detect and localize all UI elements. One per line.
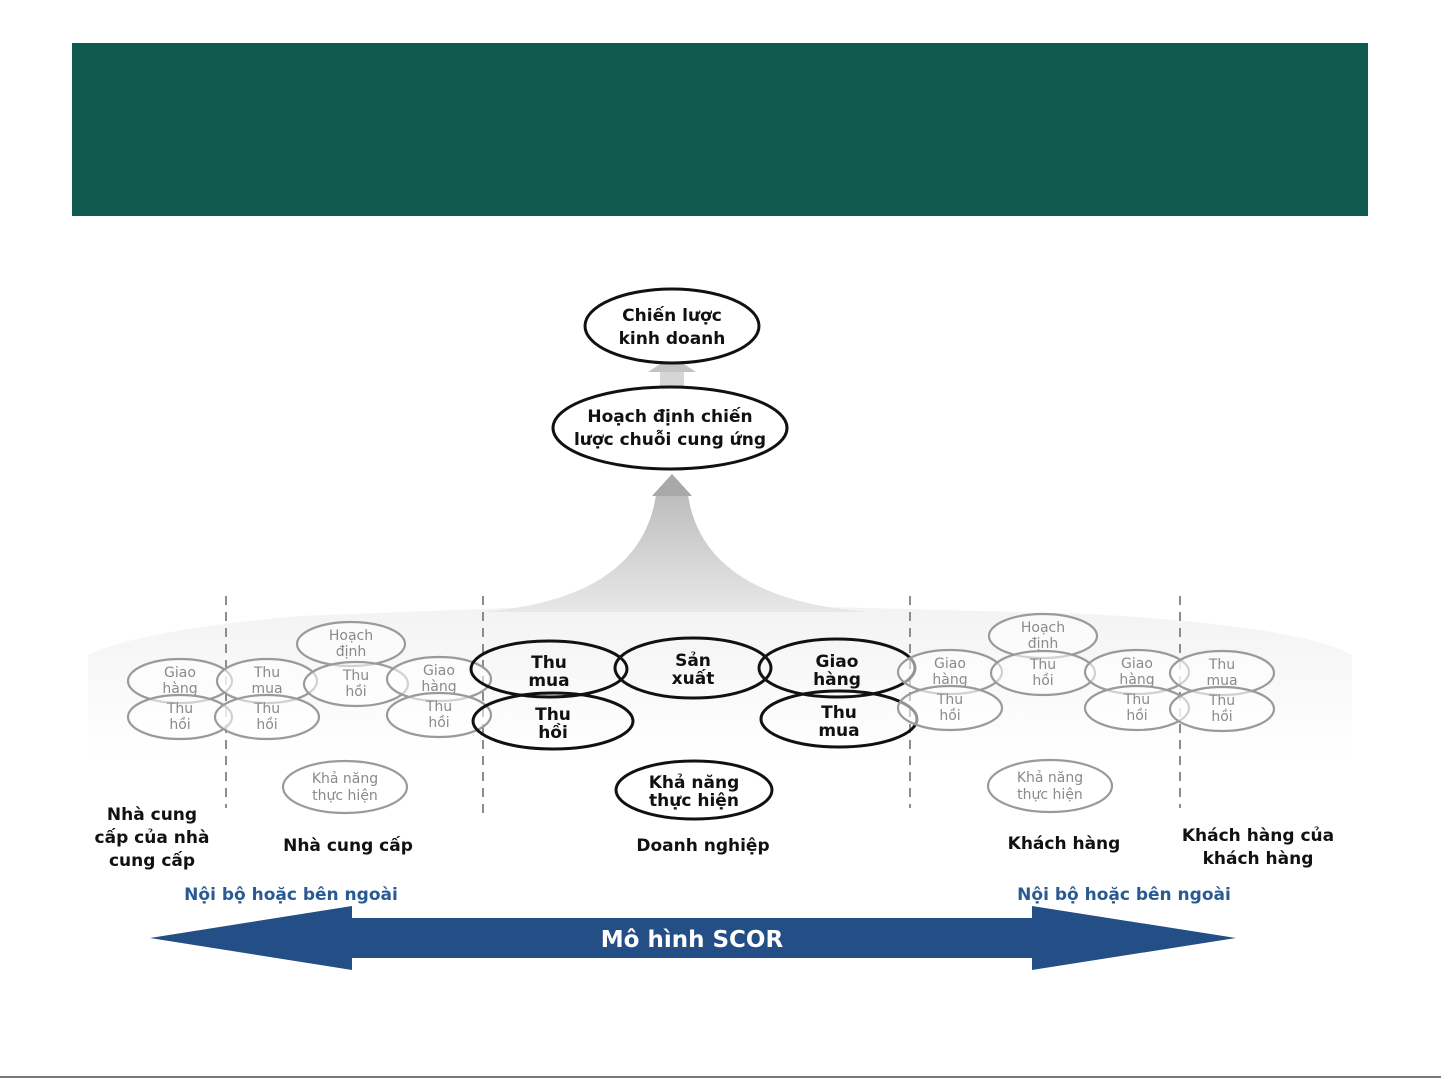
svg-text:hồi: hồi bbox=[939, 707, 960, 724]
node-cus-giao-hang: Giao hàng bbox=[896, 648, 1004, 696]
svg-text:mua: mua bbox=[528, 671, 569, 691]
svg-text:Thu: Thu bbox=[531, 653, 567, 673]
svg-text:hồi: hồi bbox=[345, 683, 366, 700]
svg-text:hàng: hàng bbox=[162, 681, 197, 697]
node-sup-giao-hang: Giao hàng bbox=[385, 655, 493, 703]
bottom-rule bbox=[0, 1076, 1441, 1078]
internal-external-right: Nội bộ hoặc bên ngoài bbox=[1017, 885, 1231, 905]
node-cus-thu-hoi-left: Thu hồi bbox=[896, 684, 1004, 732]
svg-text:kinh doanh: kinh doanh bbox=[619, 329, 726, 349]
svg-text:thực hiện: thực hiện bbox=[649, 791, 739, 811]
svg-text:hàng: hàng bbox=[1119, 672, 1154, 688]
svg-text:Thu: Thu bbox=[1123, 692, 1150, 708]
svg-text:Thu: Thu bbox=[936, 692, 963, 708]
node-sos-giao-hang: Giao hàng bbox=[126, 657, 234, 705]
node-sup-capability: Khả năng thực hiện bbox=[281, 759, 409, 815]
svg-text:thực hiện: thực hiện bbox=[312, 788, 378, 804]
node-cus-giao-hang-right: Giao hàng bbox=[1083, 648, 1191, 696]
svg-text:Nhà cung: Nhà cung bbox=[107, 805, 197, 825]
svg-text:Thu: Thu bbox=[253, 665, 280, 681]
svg-text:Thu: Thu bbox=[253, 701, 280, 717]
label-suppliers-supplier: Nhà cung cấp của nhà cung cấp bbox=[95, 805, 210, 871]
svg-text:hàng: hàng bbox=[813, 670, 861, 690]
svg-text:hồi: hồi bbox=[1211, 708, 1232, 725]
svg-text:Sản: Sản bbox=[675, 651, 711, 671]
internal-external-left: Nội bộ hoặc bên ngoài bbox=[184, 885, 398, 905]
label-supplier: Nhà cung cấp bbox=[283, 835, 413, 856]
svg-text:Thu: Thu bbox=[1208, 657, 1235, 673]
node-ent-san-xuat: Sản xuất bbox=[613, 636, 773, 700]
svg-text:Thu: Thu bbox=[342, 668, 369, 684]
svg-text:hồi: hồi bbox=[1126, 707, 1147, 724]
svg-text:Giao: Giao bbox=[164, 665, 196, 681]
svg-text:Khả năng: Khả năng bbox=[312, 771, 378, 787]
svg-text:mua: mua bbox=[251, 681, 282, 697]
svg-text:hồi: hồi bbox=[1032, 672, 1053, 689]
node-sup-thu-mua: Thu mua bbox=[215, 657, 319, 705]
svg-text:Chiến lược: Chiến lược bbox=[622, 305, 722, 326]
node-coc-thu-hoi: Thu hồi bbox=[1168, 685, 1276, 733]
node-ent-capability: Khả năng thực hiện bbox=[614, 759, 774, 821]
label-customers-customer: Khách hàng của khách hàng bbox=[1182, 826, 1334, 869]
svg-text:Giao: Giao bbox=[423, 663, 455, 679]
svg-text:Hoạch định chiến: Hoạch định chiến bbox=[587, 406, 752, 427]
svg-text:Giao: Giao bbox=[816, 652, 859, 672]
svg-text:xuất: xuất bbox=[672, 668, 715, 689]
svg-text:hồi: hồi bbox=[169, 716, 190, 733]
node-ent-thu-mua: Thu mua bbox=[469, 639, 629, 699]
node-sup-thu-hoi-right: Thu hồi bbox=[385, 691, 493, 739]
svg-text:Hoạch: Hoạch bbox=[329, 628, 373, 644]
node-cus-capability: Khả năng thực hiện bbox=[986, 758, 1114, 814]
svg-text:mua: mua bbox=[1206, 673, 1237, 689]
svg-text:hàng: hàng bbox=[932, 672, 967, 688]
svg-text:cung cấp: cung cấp bbox=[109, 850, 195, 871]
svg-text:hồi: hồi bbox=[538, 722, 568, 743]
strategy-node: Chiến lược kinh doanh bbox=[583, 287, 761, 365]
svg-text:Khả năng: Khả năng bbox=[1017, 770, 1083, 786]
svg-text:hàng: hàng bbox=[421, 679, 456, 695]
svg-text:cấp của nhà: cấp của nhà bbox=[95, 827, 210, 848]
svg-text:định: định bbox=[1028, 636, 1059, 652]
node-sup-thu-hoi-low: Thu hồi bbox=[213, 693, 321, 741]
label-customer: Khách hàng bbox=[1008, 834, 1121, 854]
node-sup-hoach-dinh: Hoạch định bbox=[295, 620, 407, 668]
svg-text:thực hiện: thực hiện bbox=[1017, 787, 1083, 803]
node-ent-thu-hoi: Thu hồi bbox=[471, 691, 635, 751]
svg-text:Thu: Thu bbox=[1208, 693, 1235, 709]
svg-text:Thu: Thu bbox=[425, 699, 452, 715]
upward-plume bbox=[480, 495, 870, 612]
svg-text:Giao: Giao bbox=[1121, 656, 1153, 672]
svg-text:Thu: Thu bbox=[1029, 657, 1056, 673]
svg-text:Thu: Thu bbox=[535, 705, 571, 725]
svg-text:Khả năng: Khả năng bbox=[649, 773, 740, 793]
node-cus-thu-hoi-right: Thu hồi bbox=[1083, 684, 1191, 732]
svg-text:lược chuỗi cung ứng: lược chuỗi cung ứng bbox=[574, 428, 766, 450]
svg-text:Hoạch: Hoạch bbox=[1021, 620, 1065, 636]
title-bar bbox=[72, 43, 1368, 216]
upward-arrowhead-lower bbox=[652, 474, 692, 496]
supply-chain-planning-node: Hoạch định chiến lược chuỗi cung ứng bbox=[551, 385, 789, 471]
node-cus-hoach-dinh: Hoạch định bbox=[987, 612, 1099, 660]
svg-text:mua: mua bbox=[818, 721, 859, 741]
svg-text:hồi: hồi bbox=[428, 714, 449, 731]
svg-text:Thu: Thu bbox=[166, 701, 193, 717]
label-enterprise: Doanh nghiệp bbox=[636, 836, 769, 856]
svg-text:Giao: Giao bbox=[934, 656, 966, 672]
svg-text:khách hàng: khách hàng bbox=[1203, 849, 1314, 869]
svg-text:Khách hàng của: Khách hàng của bbox=[1182, 826, 1334, 846]
svg-text:định: định bbox=[336, 644, 367, 660]
node-sos-thu-hoi: Thu hồi bbox=[126, 693, 234, 741]
node-cus-thu-hoi-mid: Thu hồi bbox=[989, 649, 1097, 697]
upward-arrow-shaft-upper bbox=[660, 370, 684, 390]
svg-text:Thu: Thu bbox=[821, 703, 857, 723]
scor-double-arrow bbox=[150, 906, 1236, 970]
node-ent-giao-hang: Giao hàng bbox=[757, 637, 917, 699]
scor-model-label: Mô hình SCOR bbox=[601, 927, 784, 953]
svg-text:hồi: hồi bbox=[256, 716, 277, 733]
